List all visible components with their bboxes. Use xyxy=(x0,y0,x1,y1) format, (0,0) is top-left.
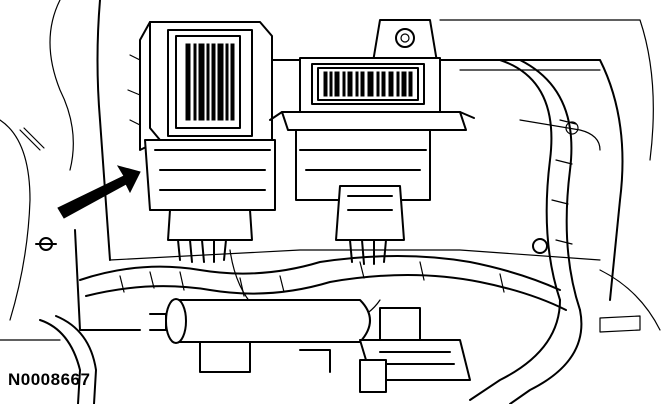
figure-reference-code: N0008667 xyxy=(8,370,91,389)
control-module-left xyxy=(127,21,276,263)
barcode-label-right xyxy=(317,67,419,101)
control-module-right xyxy=(269,57,475,265)
barcode-label-left xyxy=(175,35,241,129)
wiring-harness xyxy=(39,59,661,404)
harness-clip-left xyxy=(35,237,57,251)
rear-panel xyxy=(0,0,654,341)
pointer-arrow xyxy=(57,165,141,219)
actuator-motor xyxy=(149,298,471,393)
